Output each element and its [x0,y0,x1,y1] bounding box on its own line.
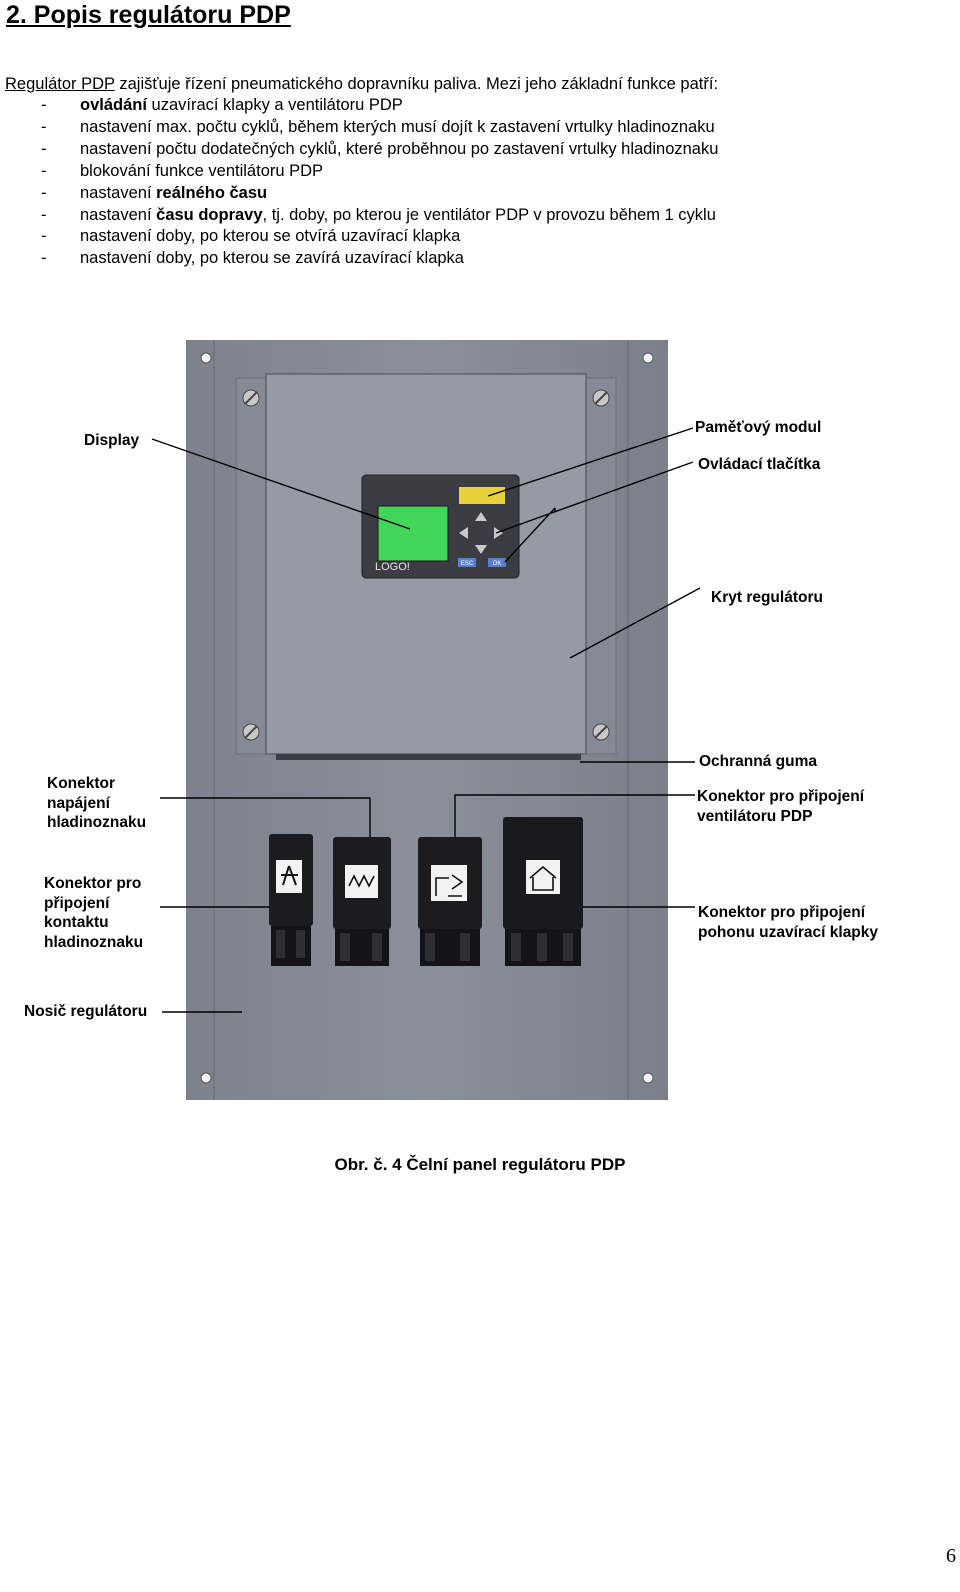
esc-button [458,558,476,567]
intro-paragraph: Regulátor PDP zajišťuje řízení pneumatic… [5,73,718,95]
fan-symbol-icon [281,865,298,886]
logo-brand: LOGO! [375,561,410,573]
ok-button-label: OK [493,561,502,567]
arrow-down-icon [475,545,487,554]
connector-power-level-sensor [269,834,313,966]
section-title: 2. Popis regulátoru PDP [6,1,291,29]
label-carrier: Nosič regulátoru [24,1003,148,1020]
plate-hole [642,1072,654,1084]
esc-button-label: ESC [461,561,474,567]
ok-button [488,558,506,567]
house-symbol-icon [529,865,557,891]
list-item: -nastavení počtu dodatečných cyklů, kter… [41,139,719,158]
lcd-display [377,505,449,562]
arrow-left-icon [459,527,468,539]
list-item: -nastavení času dopravy, tj. doby, po kt… [41,205,716,224]
leader-lines [151,427,701,1013]
label-display: Display [84,432,140,449]
intro-text: zajišťuje řízení pneumatického dopravník… [114,75,719,93]
list-item: -nastavení max. počtu cyklů, během který… [41,117,715,136]
label-regulator-cover: Kryt regulátoru [711,589,823,606]
figure-caption: Obr. č. 4 Čelní panel regulátoru PDP [334,1155,626,1174]
controller-figure: ESC OK LOGO! [0,330,960,1120]
list-item: -ovládání uzavírací klapky a ventilátoru… [41,96,403,114]
list-item: -nastavení doby, po kterou se zavírá uza… [41,249,464,268]
controller-panel-drawing: ESC OK LOGO! [151,340,701,1100]
arrow-right-icon [494,527,503,539]
label-protective-rubber: Ochranná guma [699,753,817,770]
feature-list: -ovládání uzavírací klapky a ventilátoru… [5,95,718,270]
memory-module [459,487,505,504]
intro-lead: Regulátor PDP [5,75,115,93]
label-control-buttons: Ovládací tlačítka [698,456,821,473]
connector-level-sensor-contact [333,837,391,966]
list-item: -nastavení reálného času [41,183,268,202]
label-memory-module: Paměťový modul [695,419,822,436]
page-number: 6 [946,1545,956,1567]
list-item: -nastavení doby, po kterou se otvírá uza… [41,227,461,246]
arrow-up-icon [475,512,487,521]
plate-hole [642,352,654,364]
list-item: -blokování funkce ventilátoru PDP [41,161,324,180]
plate-hole [200,1072,212,1084]
plate-hole [200,352,212,364]
connector-fan-pdp [418,837,482,966]
connector-flap-drive [503,817,583,966]
sensor-symbol-icon [348,874,375,888]
flap-symbol-icon [435,874,464,897]
